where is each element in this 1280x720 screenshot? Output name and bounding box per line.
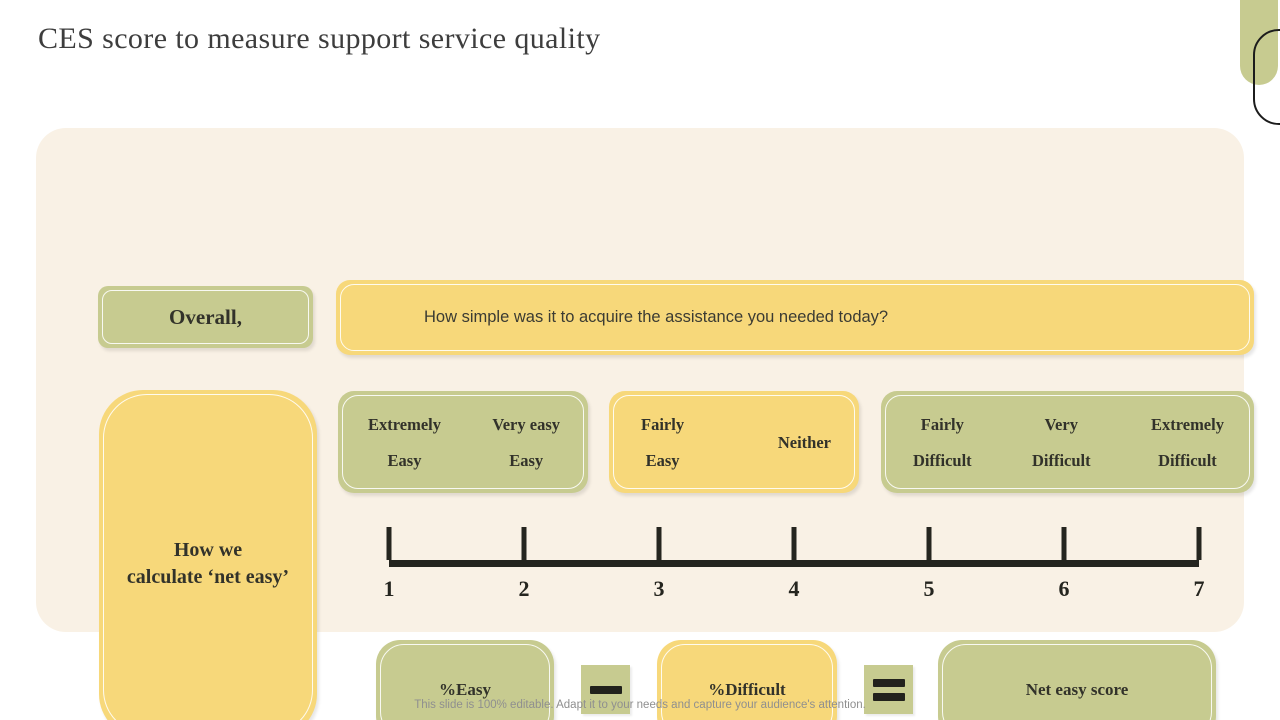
easy-col-very: Very easy Easy [492,391,560,493]
scale-number-2: 2 [518,576,530,601]
label-difficult: Difficult [913,451,972,470]
label-fairly: Fairly [920,415,964,434]
net-easy-score-label: Net easy score [1025,680,1129,699]
percent-difficult-box: %Difficult [657,640,837,720]
easy-labels-box: Extremely Easy Very easy Easy [338,391,588,493]
label-very-easy: Very easy [492,415,560,434]
net-easy-score-box: Net easy score [938,640,1216,720]
equals-operator-badge [864,665,913,714]
percent-difficult-label: %Difficult [708,680,786,699]
neutral-labels-box: Fairly Easy Neither [609,391,859,493]
label-very: Very [1044,415,1078,434]
label-neither: Neither [777,433,831,452]
difficult-labels-box: Fairly Difficult Very Difficult Extremel… [881,391,1254,493]
tick-mark [926,527,932,560]
calc-method-line1: How we [173,539,243,561]
minus-icon [589,685,622,694]
scale-number-1: 1 [383,576,395,601]
tick-mark [1196,527,1202,560]
scale-number-3: 3 [653,576,665,601]
editable-note: This slide is 100% editable. Adapt it to… [414,699,866,711]
tick-mark [386,527,392,560]
minus-operator-badge [581,665,630,714]
percent-easy-label: %Easy [439,680,491,699]
scale-number-7: 7 [1193,576,1205,601]
corner-outline-decoration [1253,29,1280,125]
tick-mark [656,527,662,560]
scale-number-6: 6 [1058,576,1070,601]
label-extremely: Extremely [368,415,442,434]
overall-label: Overall, [169,304,242,329]
scale-number-4: 4 [788,576,800,601]
label-fairly: Fairly [641,415,685,434]
rating-scale-numbers: 1 2 3 4 5 6 7 [384,576,1205,608]
label-easy: Easy [509,451,544,470]
label-easy: Easy [387,451,422,470]
overall-label-box: Overall, [98,286,313,348]
page-title: CES score to measure support service qua… [38,22,601,55]
question-box: How simple was it to acquire the assista… [336,280,1254,355]
easy-col-extremely: Extremely Easy [368,391,441,493]
label-difficult: Difficult [1031,451,1091,470]
label-easy: Easy [645,451,680,470]
equals-icon [872,678,905,687]
neutral-col-neither: Neither [778,391,831,493]
difficult-col-fairly: Fairly Difficult [913,391,972,493]
tick-mark [521,527,527,560]
difficult-col-extremely: Extremely Difficult [1151,391,1224,493]
percent-easy-box: %Easy [376,640,554,720]
calc-method-line2: calculate ‘net easy’ [126,566,290,588]
label-extremely: Extremely [1150,415,1224,434]
tick-mark [791,527,797,560]
neutral-col-fairly: Fairly Easy [641,391,684,493]
scale-number-5: 5 [923,576,935,601]
calc-method-box: How we calculate ‘net easy’ [99,390,317,720]
label-difficult: Difficult [1158,451,1217,470]
difficult-col-very: Very Difficult [1032,391,1091,493]
equals-icon [872,692,905,701]
rating-scale-ruler [386,527,1202,567]
question-text: How simple was it to acquire the assista… [424,308,889,326]
tick-mark [1061,527,1067,560]
content-panel: Overall, How simple was it to acquire th… [36,128,1254,720]
